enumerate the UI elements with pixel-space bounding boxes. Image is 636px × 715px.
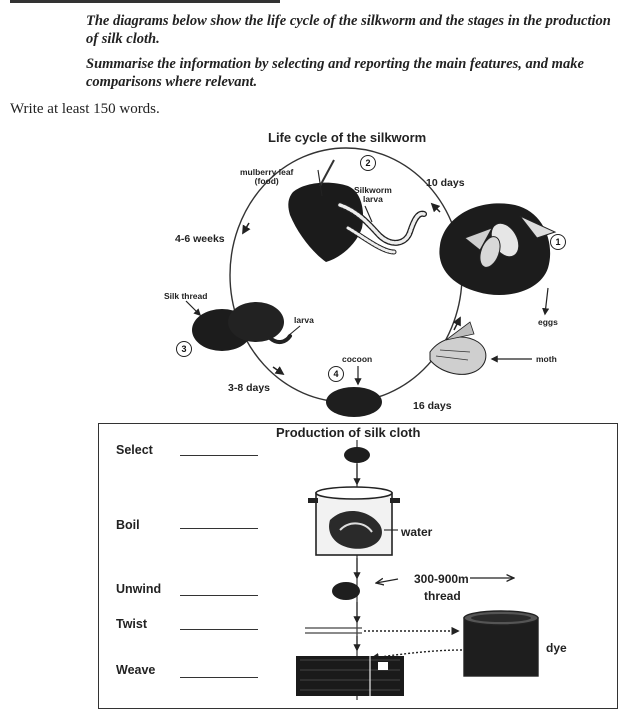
eggs-illustration [439,203,557,295]
step-select-blank [180,455,258,456]
moth-label: moth [536,354,557,364]
stage-number-4: 4 [328,366,344,382]
cycle-arrow-bottom-left [272,366,285,376]
step-unwind-blank [180,595,258,596]
dye-pot [463,610,539,677]
step-weave: Weave [116,663,156,677]
stage-number-3: 3 [176,341,192,357]
cocoon-illustration [326,387,382,417]
cocoon-label: cocoon [342,354,373,364]
eggs-label: eggs [538,317,558,327]
larva-pointer [364,205,373,223]
duration-larva-to-thread: 4-6 weeks [175,233,225,245]
instruction-line-2: Summarise the information by selecting a… [86,56,584,90]
step-unwind: Unwind [116,582,162,596]
woven-cloth [296,656,404,696]
duration-eggs-to-larva: 10 days [426,177,465,189]
step-twist-blank [180,629,258,630]
production-panel [98,423,618,709]
small-larva-pointer [287,325,301,337]
thread-label: thread [424,589,461,603]
stage-number-1: 1 [550,234,566,250]
step-twist: Twist [116,617,148,631]
step-select: Select [116,443,153,457]
thread-length-arrow-left [376,579,399,583]
silk-thread-illustration [192,302,292,351]
cycle-arrow-right [452,316,461,331]
water-label: water [401,525,433,539]
cropped-heading-bar [10,0,280,3]
cycle-arrow-top-right [430,202,441,213]
cycle-arrow-left [242,222,251,235]
leaf-pointer [317,169,323,197]
small-larva-label: larva [294,315,314,325]
duration-cocoon-to-moth: 16 days [413,400,452,412]
top-strip [0,0,636,7]
production-title: Production of silk cloth [276,425,421,440]
mulberry-leaf-label: mulberry leaf (food) [240,167,294,186]
silk-thread-pointer [185,300,202,317]
dye-label: dye [546,641,567,655]
task-instructions: The diagrams below show the life cycle o… [86,12,626,98]
unwound-cocoon [332,582,360,600]
thread-length-label: 300-900m [414,572,469,586]
eggs-pointer [542,287,550,316]
silkworm-larva-label: Silkworm larva [354,185,392,204]
dye-to-weave-arrow [370,649,463,662]
silk-thread-label: Silk thread [164,291,208,301]
instruction-line-1: The diagrams below show the life cycle o… [86,13,611,47]
boiling-pot [308,486,400,556]
life-cycle-title: Life cycle of the silkworm [268,130,427,145]
duration-thread-to-cocoon: 3-8 days [228,382,271,394]
step-boil-blank [180,528,258,529]
step-boil: Boil [116,518,140,532]
step-weave-blank [180,677,258,678]
stage-number-2: 2 [360,155,376,171]
word-count-instruction: Write at least 150 words. [10,101,160,117]
selected-cocoon [344,447,370,463]
larva-illustration [337,202,427,255]
mulberry-leaf-illustration [288,159,364,262]
moth-illustration [429,321,487,375]
